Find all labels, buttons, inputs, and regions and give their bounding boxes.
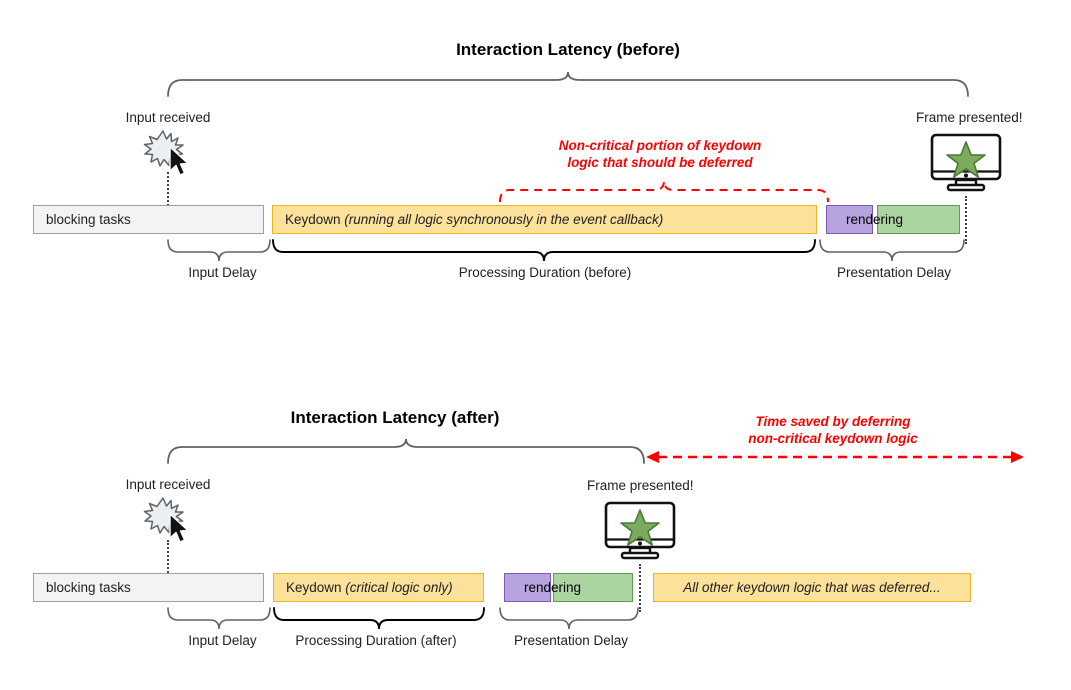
before-red-dashed-brace <box>499 180 829 203</box>
star-icon <box>946 141 986 178</box>
after-presentation-delay-label: Presentation Delay <box>513 633 629 648</box>
after-bar-render-green[interactable] <box>553 573 633 602</box>
before-bar-keydown-label: Keydown (running all logic synchronously… <box>273 212 663 227</box>
after-bar-blocking-tasks[interactable]: blocking tasks <box>33 573 264 602</box>
before-input-guide-line <box>167 172 169 210</box>
before-frame-presented-label: Frame presented! <box>916 110 1023 125</box>
after-bar-render-purple[interactable] <box>504 573 551 602</box>
after-bar-keydown[interactable]: Keydown (critical logic only) <box>273 573 484 602</box>
after-red-note-line2: non-critical keydown logic <box>748 430 918 446</box>
after-bar-keydown-italic: (critical logic only) <box>345 580 453 595</box>
before-input-received-label: Input received <box>125 110 211 125</box>
mouse-cursor-icon <box>169 146 189 176</box>
star-icon <box>620 509 660 546</box>
after-presentation-delay-brace <box>499 607 639 630</box>
before-input-delay-brace <box>167 239 271 262</box>
before-presentation-delay-brace <box>819 239 965 262</box>
before-presentation-delay-label: Presentation Delay <box>836 265 952 280</box>
before-top-brace <box>167 71 969 97</box>
before-bar-blocking-tasks[interactable]: blocking tasks <box>33 205 264 234</box>
before-red-note-line1: Non-critical portion of keydown <box>558 138 762 153</box>
before-bar-keydown[interactable]: Keydown (running all logic synchronously… <box>272 205 817 234</box>
after-processing-duration-brace <box>273 607 485 630</box>
after-bar-blocking-label: blocking tasks <box>46 580 131 595</box>
before-processing-duration-brace <box>272 239 816 262</box>
after-bar-deferred-logic[interactable]: All other keydown logic that was deferre… <box>653 573 971 602</box>
before-input-delay-label: Input Delay <box>188 265 257 280</box>
monitor-icon <box>604 501 676 560</box>
after-bar-keydown-label: Keydown (critical logic only) <box>274 580 453 595</box>
before-red-note: Non-critical portion of keydown logic th… <box>460 138 860 172</box>
after-red-note: Time saved by deferring non-critical key… <box>633 414 1033 448</box>
before-bar-blocking-label: blocking tasks <box>46 212 131 227</box>
after-bar-keydown-plain: Keydown <box>286 580 346 595</box>
after-red-note-line1: Time saved by deferring <box>755 414 911 429</box>
after-bar-deferred-label: All other keydown logic that was deferre… <box>683 580 941 595</box>
mouse-cursor-icon <box>169 513 189 543</box>
monitor-icon <box>930 133 1002 192</box>
before-bar-render-purple[interactable] <box>826 205 873 234</box>
after-diagram-title: Interaction Latency (after) <box>290 408 500 427</box>
after-top-brace <box>167 438 645 464</box>
before-frame-guide-line <box>965 196 967 244</box>
after-processing-duration-label: Processing Duration (after) <box>295 633 457 648</box>
before-bar-render-green[interactable] <box>877 205 960 234</box>
double-headed-arrow-icon <box>646 451 1024 463</box>
after-frame-presented-label: Frame presented! <box>587 478 694 493</box>
before-diagram-title: Interaction Latency (before) <box>456 40 680 59</box>
before-bar-keydown-italic: (running all logic synchronously in the … <box>344 212 664 227</box>
after-input-guide-line <box>167 540 169 576</box>
after-input-delay-brace <box>167 607 271 630</box>
after-input-received-label: Input received <box>125 477 211 492</box>
before-bar-keydown-plain: Keydown <box>285 212 345 227</box>
before-rendering-label: rendering <box>846 212 904 227</box>
after-frame-guide-line <box>639 564 641 612</box>
before-red-note-line2: logic that should be deferred <box>567 154 753 170</box>
after-rendering-label: rendering <box>524 580 582 595</box>
before-processing-duration-label: Processing Duration (before) <box>458 265 632 280</box>
after-input-delay-label: Input Delay <box>188 633 257 648</box>
